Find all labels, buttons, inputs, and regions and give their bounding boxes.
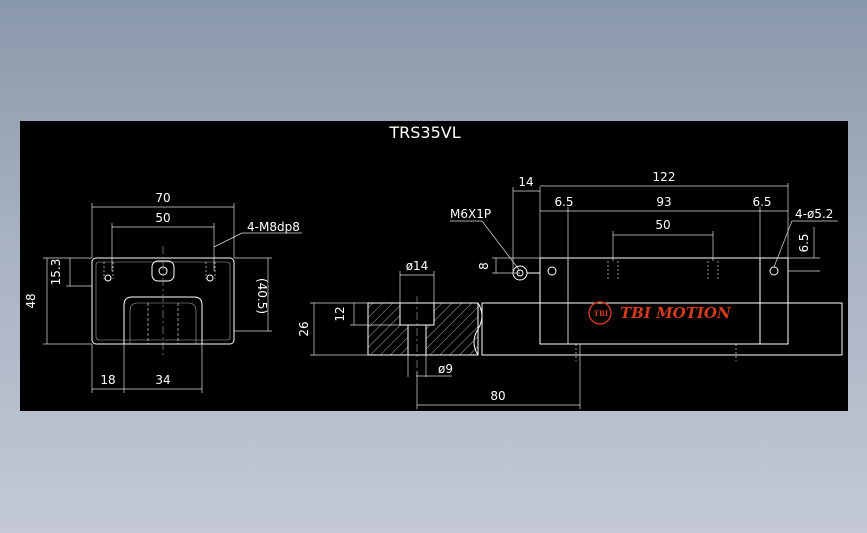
dim-end-left: 6.5 [554, 195, 573, 209]
dim-pitch: 80 [490, 389, 505, 403]
rail-section [367, 296, 483, 369]
logo-text: TBI MOTION [620, 304, 732, 322]
drawing-title: TRS35VL [388, 123, 460, 142]
block-side [481, 257, 843, 361]
tbi-logo: TBI [588, 301, 612, 325]
front-dimensions [43, 203, 302, 393]
rail-slot [123, 296, 203, 344]
dim-rail: 34 [155, 373, 170, 387]
dim-grease-height: 8 [477, 262, 491, 270]
dim-bolt-depth: 6.5 [797, 233, 811, 252]
dim-top: 15.3 [49, 259, 63, 286]
dim-holes: 50 [655, 218, 670, 232]
dim-end-right: 6.5 [752, 195, 771, 209]
logo-mark: TBI [594, 309, 608, 318]
dim-width-holes: 50 [155, 211, 170, 225]
dim-end: 14 [518, 175, 533, 189]
dim-height-inner: (40.5) [255, 278, 269, 314]
dim-bolt: 4-ø5.2 [795, 207, 833, 221]
dim-left: 18 [100, 373, 115, 387]
front-view [91, 246, 235, 356]
dim-cb-depth: 12 [333, 306, 347, 321]
dim-width-outer: 70 [155, 191, 170, 205]
rail-inner [129, 302, 197, 344]
drawing-svg: TRS35VL [24, 123, 843, 409]
dim-grease: M6X1P [450, 207, 491, 221]
cad-drawing-canvas[interactable]: TRS35VL [20, 121, 848, 411]
dim-body: 93 [656, 195, 671, 209]
dim-length: 122 [653, 170, 676, 184]
side-dimensions [310, 183, 838, 409]
dim-counterbore: ø14 [406, 259, 429, 273]
dim-rail-height: 26 [297, 321, 311, 336]
dim-thread: 4-M8dp8 [247, 220, 300, 234]
dim-height: 48 [24, 293, 38, 308]
dim-hole: ø9 [438, 362, 453, 376]
